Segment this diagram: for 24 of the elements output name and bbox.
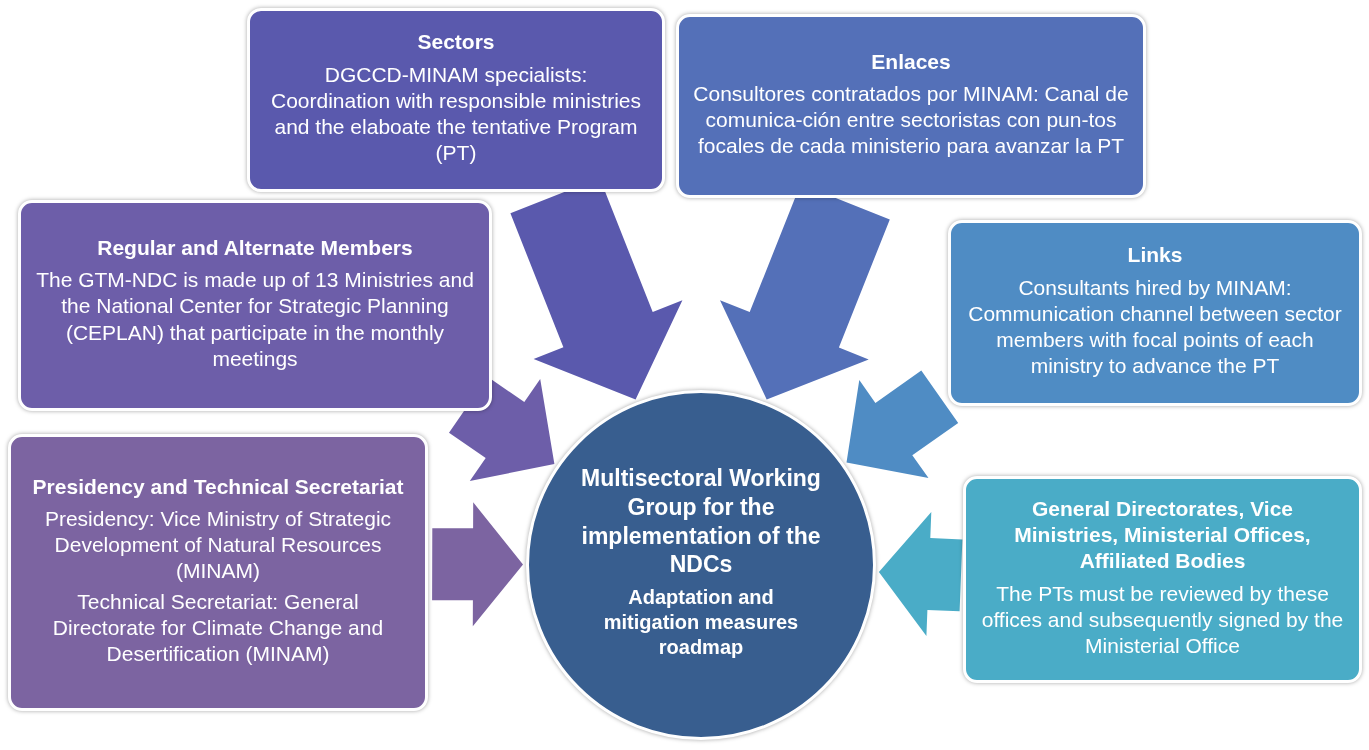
block-arrow [846, 370, 959, 479]
info-box [8, 434, 428, 711]
box-heading: General Directorates, Vice Ministries, Ministerial Offices, Affiliated Bodies [1013, 495, 1312, 575]
box-text: Consultants hired by MINAM: Communication channel between sector members with focal points of each ministry to advance the PT [967, 274, 1343, 380]
box-heading: Links [1127, 242, 1183, 269]
info-box [676, 14, 1146, 198]
box-heading: Sectors [417, 29, 495, 56]
box-text: The GTM-NDC is made up of 13 Ministries and the National Center for Strategic Planning (CEPLAN) that participate in the monthly meetings [35, 267, 475, 372]
box-text: DGCCD-MINAM specialists: Coordination with responsible ministries and the elaboate the tentative Program (PT) [270, 61, 642, 167]
box-heading: Presidency and Technical Secretariat [32, 473, 404, 500]
block-arrow [878, 512, 963, 636]
box-text: The PTs must be reviewed by these offices and subsequently signed by the Ministerial Office [980, 580, 1345, 659]
box-text: Consultores contratados por MINAM: Canal de comunica-ción entre sectoristas con pun-tos focales de cada ministerio para avanzar la PT [693, 80, 1129, 160]
circle-subtitle: Adaptation and mitigation measures roadmap [602, 585, 800, 660]
box-heading: Regular and Alternate Members [97, 234, 413, 261]
circle-title: Multisectoral Working Group for the implementation of the NDCs [580, 464, 822, 579]
info-box [963, 476, 1362, 683]
box-heading: Enlaces [871, 48, 951, 75]
info-box [247, 8, 665, 192]
info-box [948, 220, 1362, 406]
block-arrow [432, 502, 523, 627]
box-text: Presidency: Vice Ministry of Strategic Development of Natural Resources (MINAM) [43, 505, 393, 585]
box-text: Technical Secretariat: General Directorate for Climate Change and Desertification (MINAM) [51, 588, 385, 668]
info-box [18, 200, 492, 411]
